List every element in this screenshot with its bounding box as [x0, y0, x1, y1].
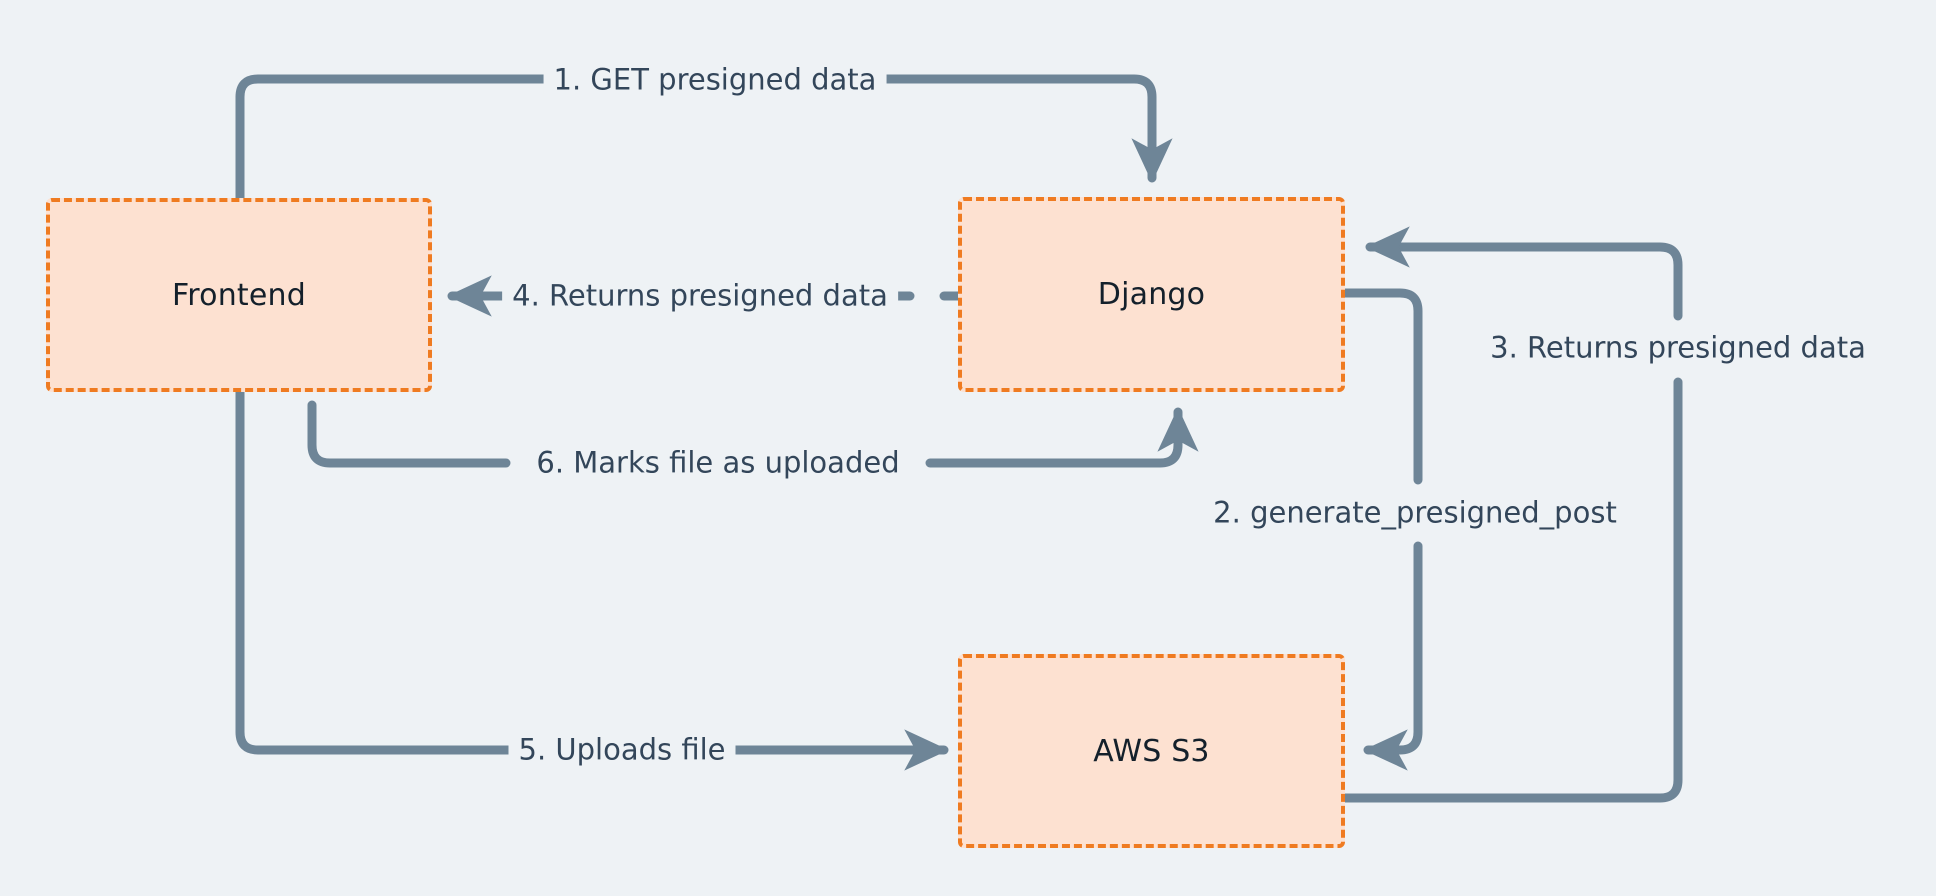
edge-1-get-presigned-data	[235, 74, 1173, 203]
edge-label-6: 6. Marks file as uploaded	[526, 448, 910, 478]
node-frontend-label: Frontend	[172, 277, 306, 313]
edge-label-2: 2. generate_presigned_post	[1203, 498, 1627, 528]
node-django-label: Django	[1097, 277, 1206, 312]
edge-5-uploads-file	[235, 387, 949, 771]
edge-6-marks-file-as-uploaded	[307, 400, 1199, 468]
edge-3-returns-presigned-data	[1340, 226, 1683, 803]
edge-label-4: 4. Returns presigned data	[502, 281, 898, 311]
edge-2-generate-presigned-post	[1340, 288, 1423, 771]
edge-label-5: 5. Uploads file	[508, 735, 736, 765]
node-frontend[interactable]: Frontend	[46, 198, 432, 392]
edge-label-1: 1. GET presigned data	[543, 65, 887, 95]
node-aws-s3[interactable]: AWS S3	[958, 654, 1345, 848]
node-aws-s3-label: AWS S3	[1093, 733, 1210, 769]
edge-label-3: 3. Returns presigned data	[1480, 333, 1876, 363]
node-django[interactable]: Django	[958, 197, 1345, 392]
